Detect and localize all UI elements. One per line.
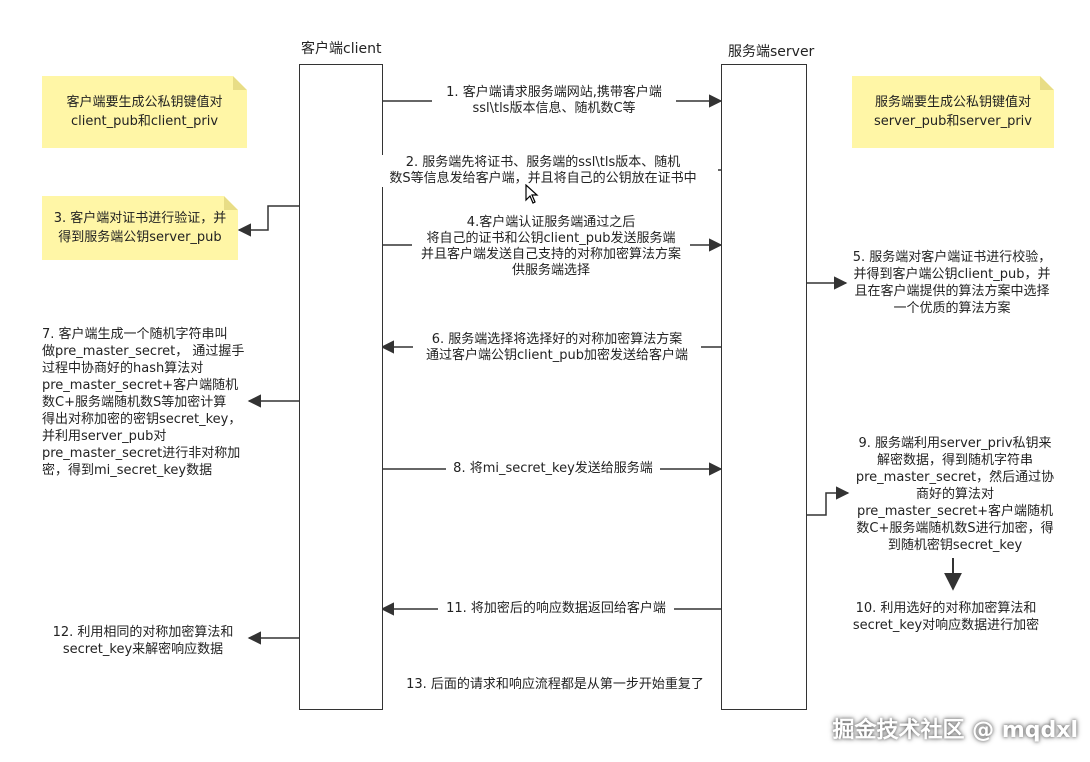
side-line: 10. 利用选好的对称加密算法和 bbox=[855, 601, 1037, 616]
step10-text: 10. 利用选好的对称加密算法和 secret_key对响应数据进行加密 bbox=[846, 600, 1046, 634]
note-line: 服务端要生成公私钥键值对 bbox=[874, 95, 1031, 110]
server-lifeline bbox=[721, 64, 807, 710]
side-line: 解密数据，得到随机字符串 bbox=[876, 453, 1033, 468]
step12-text: 12. 利用相同的对称加密算法和 secret_key来解密响应数据 bbox=[38, 624, 248, 658]
side-line: 且在客户端提供的算法方案中选择 bbox=[854, 284, 1050, 299]
server-lane-title: 服务端server bbox=[728, 44, 815, 60]
side-line: 过程中协商好的hash算法对 bbox=[42, 361, 204, 376]
side-line: 做pre_master_secret， 通过握手 bbox=[42, 344, 245, 359]
side-line: secret_key来解密响应数据 bbox=[62, 642, 224, 657]
side-line: 并利用server_pub对 bbox=[42, 429, 167, 444]
message-line: 供服务端选择 bbox=[511, 263, 590, 278]
message-2: 2. 服务端先将证书、服务端的ssl\tls版本、随机 数S等信息发给客户端，并… bbox=[368, 155, 718, 187]
client-lane-title: 客户端client bbox=[301, 41, 382, 57]
note-line: client_pub和client_priv bbox=[70, 114, 219, 129]
side-line: 5. 服务端对客户端证书进行校验， bbox=[852, 250, 1052, 265]
side-line: 商好的算法对 bbox=[915, 487, 994, 502]
note-line: 客户端要生成公私钥键值对 bbox=[66, 95, 223, 110]
step5-text: 5. 服务端对客户端证书进行校验， 并得到客户端公钥client_pub，并 且… bbox=[846, 249, 1058, 317]
message-line: 8. 将mi_secret_key发送给服务端 bbox=[453, 461, 653, 476]
side-line: 12. 利用相同的对称加密算法和 bbox=[52, 625, 234, 640]
message-1: 1. 客户端请求服务端网站,携带客户端 ssl\tls版本信息、随机数C等 bbox=[432, 85, 676, 117]
side-line: pre_master_secret，然后通过协 bbox=[855, 470, 1055, 485]
message-line: 11. 将加密后的响应数据返回给客户端 bbox=[446, 601, 666, 616]
note-line: 3. 客户端对证书进行验证，并 bbox=[53, 211, 227, 226]
side-line: 得出对称加密的密钥secret_key， bbox=[42, 412, 242, 427]
message-line: 将自己的证书和公钥client_pub发送服务端 bbox=[426, 231, 676, 246]
side-line: secret_key对响应数据进行加密 bbox=[852, 618, 1040, 633]
arrow-step9 bbox=[806, 486, 850, 516]
message-4: 4.客户端认证服务端通过之后 将自己的证书和公钥client_pub发送服务端 … bbox=[412, 215, 690, 279]
side-line: 数C+服务端随机数S等加密计算 bbox=[42, 395, 227, 410]
message-line: 通过客户端公钥client_pub加密发送给客户端 bbox=[426, 348, 688, 363]
message-line: 13. 后面的请求和响应流程都是从第一步开始重复了 bbox=[406, 677, 704, 692]
message-11: 11. 将加密后的响应数据返回给客户端 bbox=[438, 601, 674, 617]
note-server-keys: 服务端要生成公私钥键值对 server_pub和server_priv bbox=[852, 76, 1054, 148]
message-8: 8. 将mi_secret_key发送给服务端 bbox=[446, 461, 660, 477]
side-line: pre_master_secret+客户端随机 bbox=[856, 504, 1054, 519]
side-line: pre_master_secret进行非对称加 bbox=[42, 446, 241, 461]
watermark: 掘金技术社区 @ mqdxl bbox=[832, 718, 1078, 743]
step7-text: 7. 客户端生成一个随机字符串叫 做pre_master_secret， 通过握… bbox=[42, 326, 252, 479]
message-line: 2. 服务端先将证书、服务端的ssl\tls版本、随机 bbox=[405, 155, 681, 170]
note-line: server_pub和server_priv bbox=[874, 114, 1032, 129]
step9-text: 9. 服务端利用server_priv私钥来 解密数据，得到随机字符串 pre_… bbox=[850, 435, 1060, 554]
message-13: 13. 后面的请求和响应流程都是从第一步开始重复了 bbox=[392, 677, 718, 693]
message-line: 6. 服务端选择将选择好的对称加密算法方案 bbox=[431, 332, 683, 347]
mouse-cursor-icon bbox=[525, 184, 539, 204]
message-line: 并且客户端发送自己支持的对称加密算法方案 bbox=[420, 247, 681, 262]
message-line: ssl\tls版本信息、随机数C等 bbox=[472, 101, 636, 116]
side-line: 9. 服务端利用server_priv私钥来 bbox=[858, 436, 1052, 451]
side-line: pre_master_secret+客户端随机 bbox=[42, 378, 239, 393]
message-line: 1. 客户端请求服务端网站,携带客户端 bbox=[446, 85, 662, 100]
side-line: 数C+服务端随机数S进行加密，得 bbox=[856, 521, 1054, 536]
message-line: 数S等信息发给客户端，并且将自己的公钥放在证书中 bbox=[389, 171, 697, 186]
side-line: 并得到客户端公钥client_pub，并 bbox=[853, 267, 1051, 282]
side-line: 7. 客户端生成一个随机字符串叫 bbox=[42, 327, 228, 342]
note-line: 得到服务端公钥server_pub bbox=[58, 230, 222, 245]
note-client-keys: 客户端要生成公私钥键值对 client_pub和client_priv bbox=[42, 76, 247, 148]
note-client-verify: 3. 客户端对证书进行验证，并 得到服务端公钥server_pub bbox=[42, 196, 238, 260]
side-line: 一个优质的算法方案 bbox=[893, 301, 1011, 316]
side-line: 到随机密钥secret_key bbox=[887, 538, 1023, 553]
side-line: 密，得到mi_secret_key数据 bbox=[42, 463, 213, 478]
message-line: 4.客户端认证服务端通过之后 bbox=[466, 215, 636, 230]
message-6: 6. 服务端选择将选择好的对称加密算法方案 通过客户端公钥client_pub加… bbox=[413, 332, 701, 364]
arrow-step3 bbox=[237, 205, 299, 237]
